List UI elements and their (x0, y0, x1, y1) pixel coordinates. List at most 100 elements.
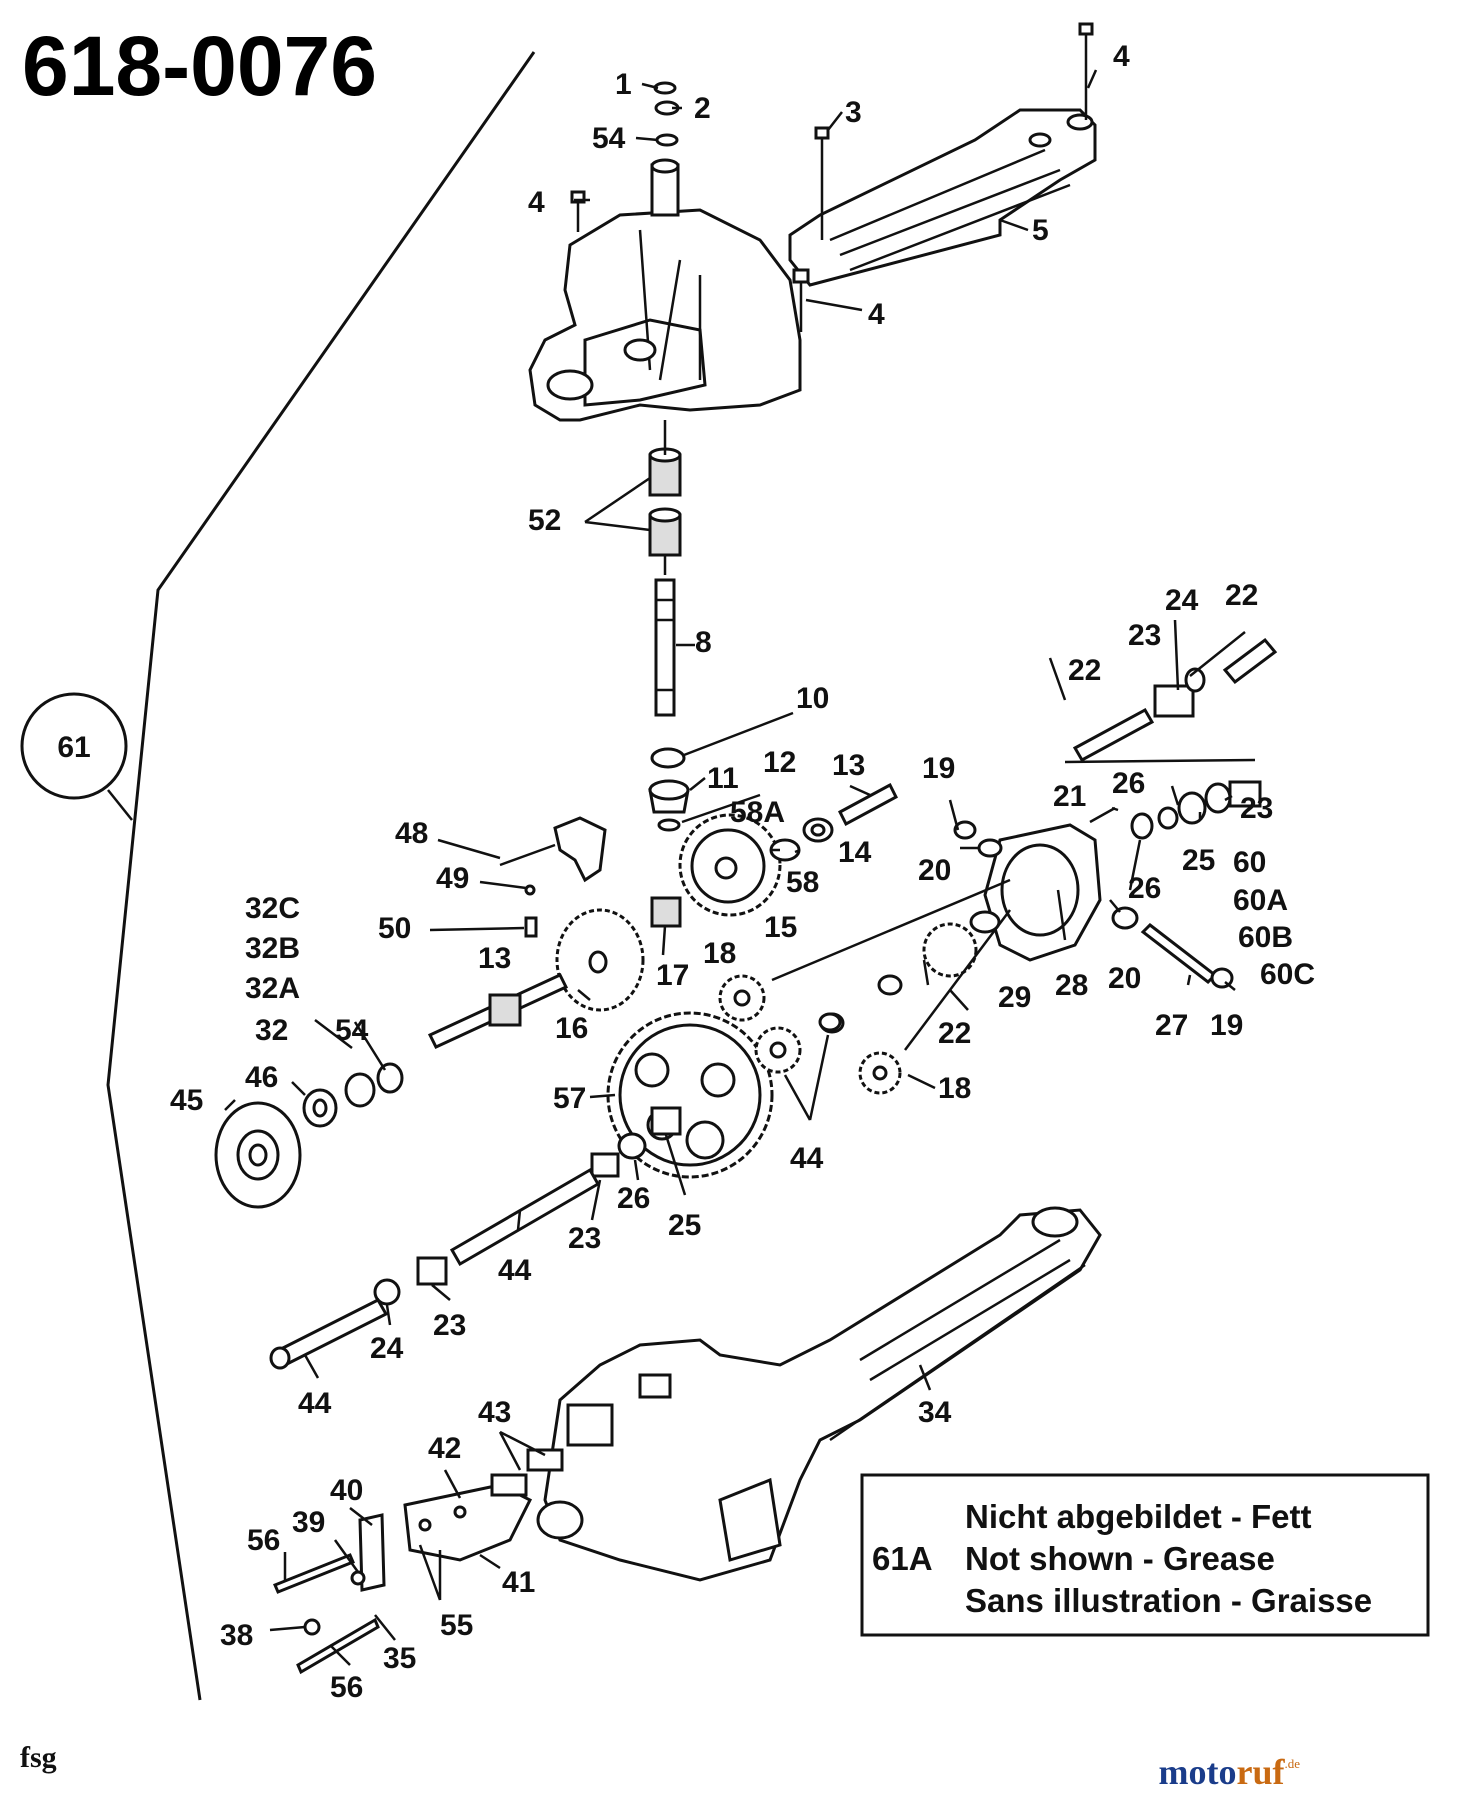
callout-4-right: 4 (868, 298, 885, 331)
callout-21: 21 (1053, 780, 1086, 813)
callout-42: 42 (428, 1432, 461, 1465)
fastener-4-top (1078, 22, 1094, 120)
callout-57: 57 (553, 1082, 586, 1115)
washer-10 (650, 747, 686, 769)
washers-25-26-60 (1130, 780, 1262, 840)
watermark-suffix: .de (1284, 1756, 1300, 1771)
callout-60A: 60A (1233, 884, 1288, 917)
shaft-13-lower (427, 973, 569, 1049)
diagram-title: 618-0076 (22, 19, 377, 113)
washer-24-lower (373, 1278, 401, 1306)
clip-12 (657, 818, 681, 832)
lever-40 (358, 1513, 386, 1592)
callout-44-shaft: 44 (498, 1254, 532, 1287)
kit-bracket-line (106, 51, 536, 1701)
pulley-45 (214, 1101, 302, 1209)
ref-circle-label: 61 (57, 731, 90, 764)
differential-housing-28 (983, 823, 1102, 962)
callout-4-left: 4 (528, 186, 545, 219)
legend-box: 61A Nicht abgebildet - Fett Not shown - … (860, 1473, 1430, 1637)
callout-18-lower: 18 (938, 1072, 971, 1105)
bushing-14 (802, 817, 834, 843)
callout-58A: 58A (730, 796, 785, 829)
callout-60B: 60B (1238, 921, 1293, 954)
parts-49-50 (524, 884, 538, 938)
callout-2: 2 (694, 92, 711, 125)
callout-28: 28 (1055, 969, 1088, 1002)
svg-text:motoruf.de: motoruf.de (1158, 1752, 1300, 1792)
gear-18-lower (858, 1051, 902, 1095)
washer-stack-top (653, 81, 680, 147)
callout-35: 35 (383, 1642, 416, 1675)
callout-34: 34 (918, 1396, 952, 1429)
callout-1: 1 (615, 68, 632, 101)
blocks-42-43 (490, 1448, 564, 1497)
washer-29 (969, 910, 1001, 934)
fastener-4-left (570, 190, 586, 232)
leader-differential (771, 878, 1011, 982)
bevel-gear-15 (678, 813, 782, 917)
callout-19-right: 19 (1210, 1009, 1243, 1042)
callout-44-gears: 44 (790, 1142, 824, 1175)
callout-44-axle: 44 (298, 1387, 332, 1420)
lower-housing-34 (536, 1206, 1102, 1582)
callout-25-right: 25 (1182, 844, 1215, 877)
upper-housing (528, 108, 1097, 422)
callout-26-center: 26 (617, 1182, 650, 1215)
washers-32-54 (344, 1062, 404, 1108)
legend-line-en: Not shown - Grease (965, 1540, 1275, 1577)
screw-21 (1089, 806, 1116, 824)
fastener-4-right (792, 268, 810, 332)
callout-45: 45 (170, 1084, 203, 1117)
gear-17 (650, 896, 682, 928)
callout-54-left: 54 (335, 1014, 369, 1047)
bushing-52-upper (648, 447, 682, 497)
callout-23-top: 23 (1128, 619, 1161, 652)
callout-50: 50 (378, 912, 411, 945)
callout-10: 10 (796, 682, 829, 715)
hub-46 (302, 1088, 338, 1128)
callout-leaders (224, 69, 1246, 1666)
spur-gear-16 (555, 908, 645, 1012)
callout-55: 55 (440, 1609, 473, 1642)
spacer-25-26 (617, 1106, 682, 1160)
callout-14: 14 (838, 836, 872, 869)
callout-23-right: 23 (1240, 792, 1273, 825)
callout-60C: 60C (1260, 958, 1315, 991)
pin-27 (1140, 923, 1218, 984)
watermark-part2: ruf (1236, 1752, 1285, 1792)
callout-25-center: 25 (668, 1209, 701, 1242)
callout-15: 15 (764, 911, 797, 944)
callout-22-left: 22 (1068, 654, 1101, 687)
callout-4-top: 4 (1113, 40, 1130, 73)
bolt-56-upper (273, 1553, 355, 1594)
callout-32C: 32C (245, 892, 300, 925)
washer-39 (350, 1570, 366, 1586)
bracket-41 (403, 1483, 533, 1562)
callout-23-lower: 23 (433, 1309, 466, 1342)
callout-58: 58 (786, 866, 819, 899)
callout-26-right: 26 (1128, 872, 1161, 905)
callout-17: 17 (656, 959, 689, 992)
legend-line-de: Nicht abgebildet - Fett (965, 1498, 1312, 1535)
shaft-13-upper (838, 782, 898, 827)
callout-3: 3 (845, 96, 862, 129)
callout-41: 41 (502, 1566, 535, 1599)
bevel-gear-29 (922, 922, 978, 978)
legend-ref: 61A (872, 1540, 933, 1577)
callout-8: 8 (695, 626, 712, 659)
washers-19-20-upper (953, 820, 1003, 858)
leader-axle-group (1064, 758, 1256, 764)
callout-22-lower: 22 (938, 1017, 971, 1050)
leader-gear-18 (904, 909, 1011, 1051)
watermark-part1: moto (1158, 1752, 1236, 1792)
washer-20-right (1111, 906, 1139, 930)
callout-24-top: 24 (1165, 584, 1199, 617)
callout-27: 27 (1155, 1009, 1188, 1042)
callout-18-upper: 18 (703, 937, 736, 970)
pinion-11 (648, 779, 690, 814)
callout-39: 39 (292, 1506, 325, 1539)
axle-shaft-22-upper (1072, 637, 1278, 763)
callout-16: 16 (555, 1012, 588, 1045)
